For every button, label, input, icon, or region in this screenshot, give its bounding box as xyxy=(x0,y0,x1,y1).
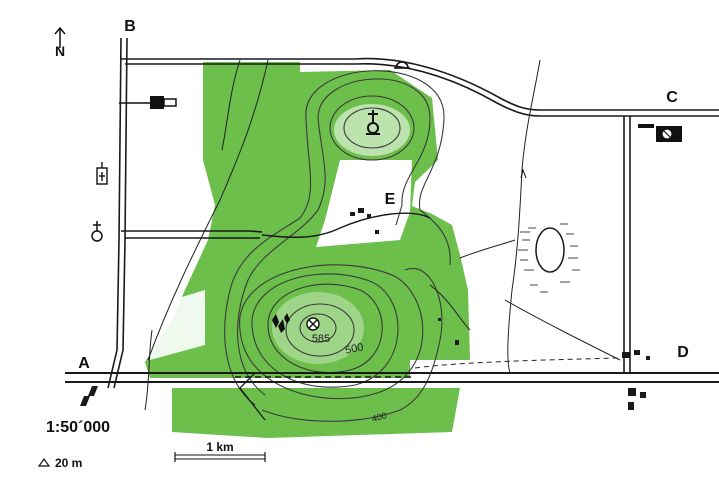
marsh-icon xyxy=(518,223,580,293)
summit-marker-icon xyxy=(306,317,320,331)
label-c: C xyxy=(666,89,678,106)
label-b: B xyxy=(124,18,136,35)
tunnel-icon xyxy=(394,61,410,69)
settlement-d xyxy=(622,350,650,410)
buildings-e xyxy=(350,208,459,345)
castle-icon xyxy=(119,96,177,109)
stream-arrow-icon xyxy=(520,168,527,179)
viewpoint-icon xyxy=(366,110,380,135)
road-west-spur xyxy=(121,230,263,233)
label-e: E xyxy=(385,191,396,208)
factory-icon xyxy=(638,124,682,142)
stream xyxy=(507,59,541,374)
label-d: D xyxy=(677,344,689,361)
contour-interval-triangle-icon xyxy=(37,457,51,467)
settlement-a xyxy=(80,386,98,406)
north-label: N xyxy=(55,43,65,59)
field-southwest xyxy=(150,290,205,360)
thin-lines xyxy=(144,59,621,411)
roads xyxy=(65,37,719,421)
road-b xyxy=(107,37,122,389)
road-north xyxy=(121,57,719,111)
scale-bar xyxy=(174,452,266,462)
rocks-icon xyxy=(272,313,290,333)
contour-label-500: 500 xyxy=(344,341,364,357)
contour-lines xyxy=(224,70,451,422)
forest-area-south xyxy=(172,388,460,438)
contour-interval: 20 m xyxy=(55,456,82,470)
monument-icon xyxy=(96,162,108,185)
north-arrow-icon xyxy=(54,26,66,48)
church-icon xyxy=(91,221,103,242)
track-south xyxy=(239,372,266,421)
summit-elevation: 585 xyxy=(312,333,330,345)
track-clearing xyxy=(261,212,431,238)
scale-ratio: 1:50´000 xyxy=(46,419,110,436)
clearing-e xyxy=(316,160,412,247)
label-a: A xyxy=(78,355,90,372)
contour-label-400: 400 xyxy=(371,410,388,424)
scale-bar-label: 1 km xyxy=(206,440,233,454)
